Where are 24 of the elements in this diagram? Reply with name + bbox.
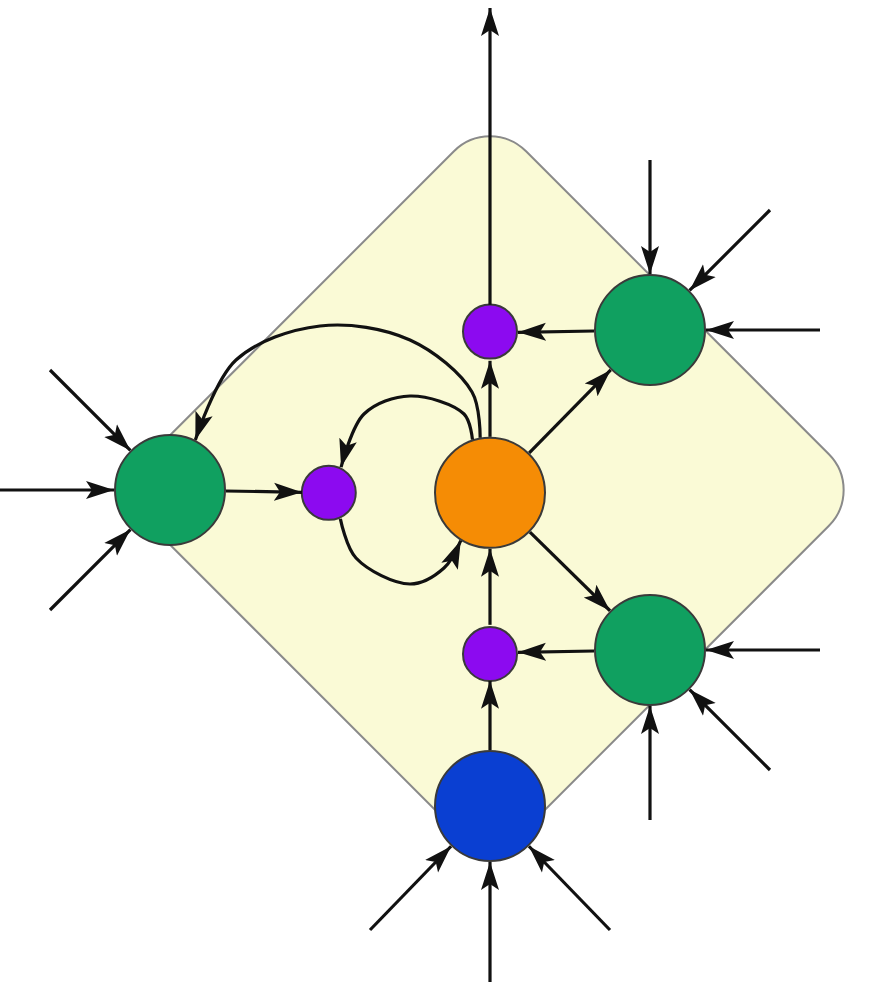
free-arrow bbox=[706, 641, 820, 659]
arrow bbox=[517, 642, 595, 661]
free-arrow bbox=[48, 528, 132, 612]
arrow bbox=[528, 530, 612, 612]
free-arrow bbox=[0, 481, 114, 499]
free-arrow bbox=[641, 706, 659, 820]
free-arrow bbox=[527, 845, 612, 932]
arrow bbox=[481, 548, 499, 625]
arrow bbox=[193, 323, 482, 441]
free-arrow bbox=[481, 862, 499, 982]
free-arrow bbox=[48, 368, 132, 452]
arrow bbox=[338, 518, 463, 586]
free-arrow bbox=[481, 8, 499, 305]
free-arrow bbox=[641, 160, 659, 274]
free-arrow bbox=[706, 321, 820, 339]
free-arrow bbox=[688, 688, 772, 772]
arrow bbox=[481, 360, 499, 437]
arrow bbox=[528, 368, 612, 454]
arrow bbox=[517, 322, 595, 341]
arrow bbox=[339, 394, 475, 468]
arrow bbox=[481, 680, 499, 750]
free-arrow bbox=[688, 208, 772, 292]
free-arrow bbox=[368, 845, 453, 932]
arrow bbox=[225, 482, 303, 501]
